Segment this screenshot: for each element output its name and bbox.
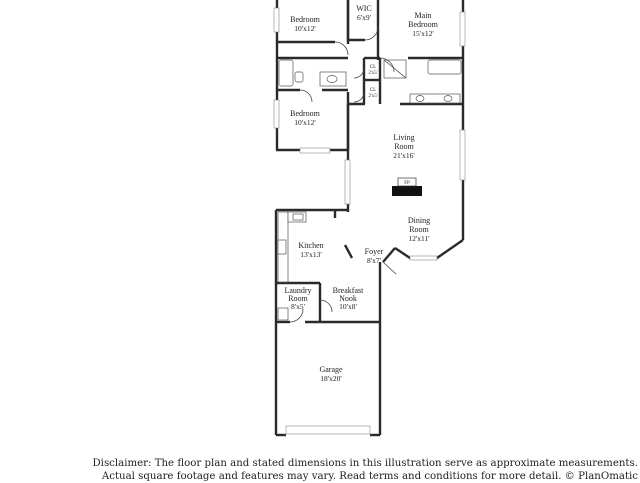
room-labels: Bedroom 10'x12' WIC 6'x9' Main Bedroom 1… xyxy=(284,4,438,383)
main-bedroom-name-1: Main xyxy=(415,11,432,20)
closet-lower-name: CL xyxy=(370,88,376,93)
windows xyxy=(273,7,466,261)
laundry-room-name-2: Room xyxy=(288,294,308,303)
foyer-dims: 8'x7' xyxy=(367,256,382,265)
living-room-dims: 21'x16' xyxy=(393,151,415,160)
bedroom-mid-name: Bedroom xyxy=(290,109,321,118)
closet-upper-name: CL xyxy=(370,65,376,70)
bedroom-top-name: Bedroom xyxy=(290,15,321,24)
kitchen-dims: 13'x13' xyxy=(300,250,322,259)
wic-dims: 6'x9' xyxy=(357,13,372,22)
door-swings xyxy=(289,26,397,323)
floor-plan: FP Bedroom 10'x12' WIC 6'x9' Main Bedroo… xyxy=(273,0,466,437)
closet-upper-dims: 2'x5' xyxy=(368,71,377,76)
main-bedroom-name-2: Bedroom xyxy=(408,20,439,29)
breakfast-nook-name-1: Breakfast xyxy=(333,286,364,295)
living-room-name-1: Living xyxy=(393,133,414,142)
breakfast-nook-dims: 10'x8' xyxy=(339,302,357,311)
dining-room-name-1: Dining xyxy=(408,216,430,225)
dining-room-name-2: Room xyxy=(409,225,429,234)
bedroom-top-dims: 10'x12' xyxy=(294,24,316,33)
disclaimer-line-2: Actual square footage and features may v… xyxy=(101,471,638,482)
garage-name: Garage xyxy=(319,365,343,374)
fireplace-label: FP xyxy=(404,181,410,186)
laundry-room-dims: 8'x5' xyxy=(291,302,306,311)
bedroom-mid-dims: 10'x12' xyxy=(294,118,316,127)
disclaimer: Disclaimer: The floor plan and stated di… xyxy=(0,457,640,483)
dining-room-dims: 12'x11' xyxy=(408,234,430,243)
living-room-name-2: Room xyxy=(394,142,414,151)
garage-dims: 18'x20' xyxy=(320,374,342,383)
main-bedroom-dims: 15'x12' xyxy=(412,29,434,38)
upper-wing-walls xyxy=(275,0,465,152)
kitchen-name: Kitchen xyxy=(298,241,323,250)
breakfast-nook-name-2: Nook xyxy=(339,294,357,303)
wic-name: WIC xyxy=(356,4,372,13)
foyer-name: Foyer xyxy=(365,247,384,256)
fireplace: FP xyxy=(392,177,422,196)
disclaimer-line-1: Disclaimer: The floor plan and stated di… xyxy=(92,458,638,469)
laundry-room-name-1: Laundry xyxy=(284,286,311,295)
lower-wing-walls xyxy=(274,208,382,437)
fixtures xyxy=(277,59,462,435)
closet-lower-dims: 2'x5' xyxy=(368,94,377,99)
